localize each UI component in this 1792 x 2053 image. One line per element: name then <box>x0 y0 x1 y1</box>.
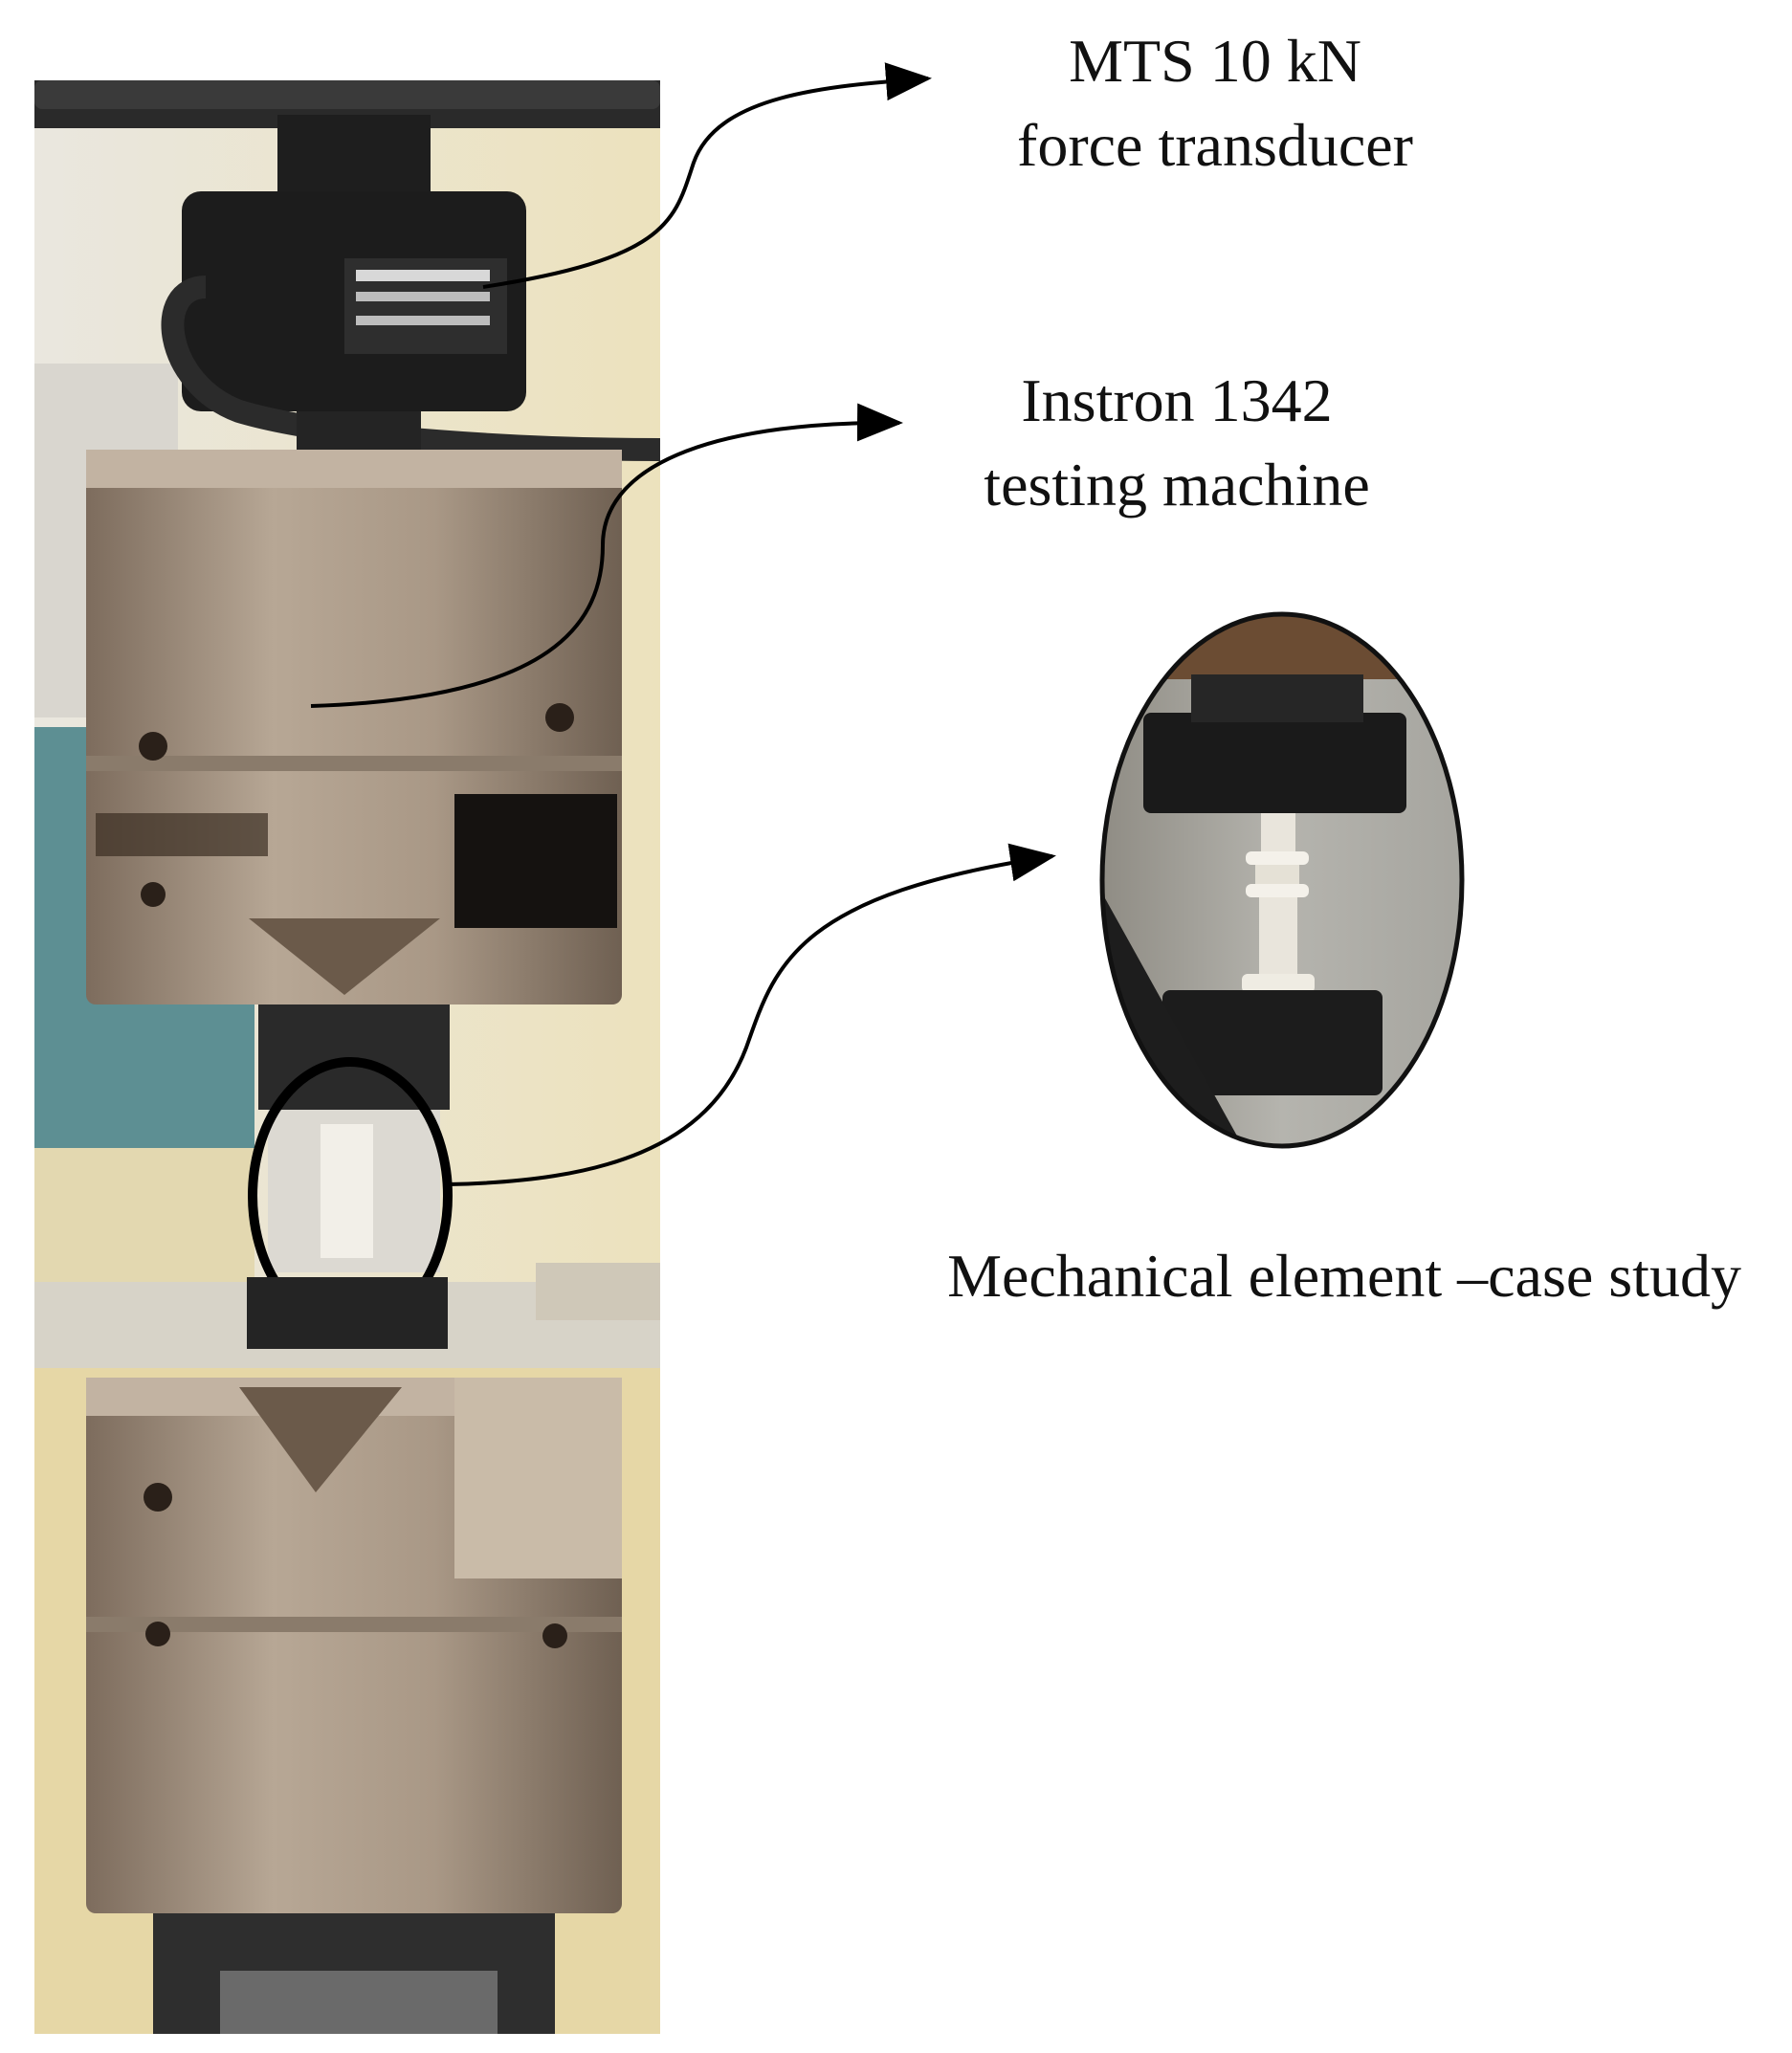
label-testing-machine-line2: testing machine <box>984 451 1370 519</box>
label-force-transducer: MTS 10 kN force transducer <box>966 19 1464 188</box>
label-mechanical-element-line1: Mechanical element –case study <box>947 1242 1741 1310</box>
arrow-machine <box>310 403 903 708</box>
label-force-transducer-line2: force transducer <box>1017 111 1413 179</box>
callout-arrows <box>310 62 1056 1186</box>
label-force-transducer-line1: MTS 10 kN <box>1069 27 1361 95</box>
specimen-zoom-view <box>1099 611 1465 1149</box>
label-mechanical-element: Mechanical element –case study <box>899 1234 1789 1318</box>
machine-photo <box>34 80 660 2034</box>
arrow-transducer <box>482 62 932 289</box>
label-testing-machine: Instron 1342 testing machine <box>947 359 1406 527</box>
arrow-element <box>447 843 1056 1186</box>
label-testing-machine-line1: Instron 1342 <box>1021 366 1333 434</box>
